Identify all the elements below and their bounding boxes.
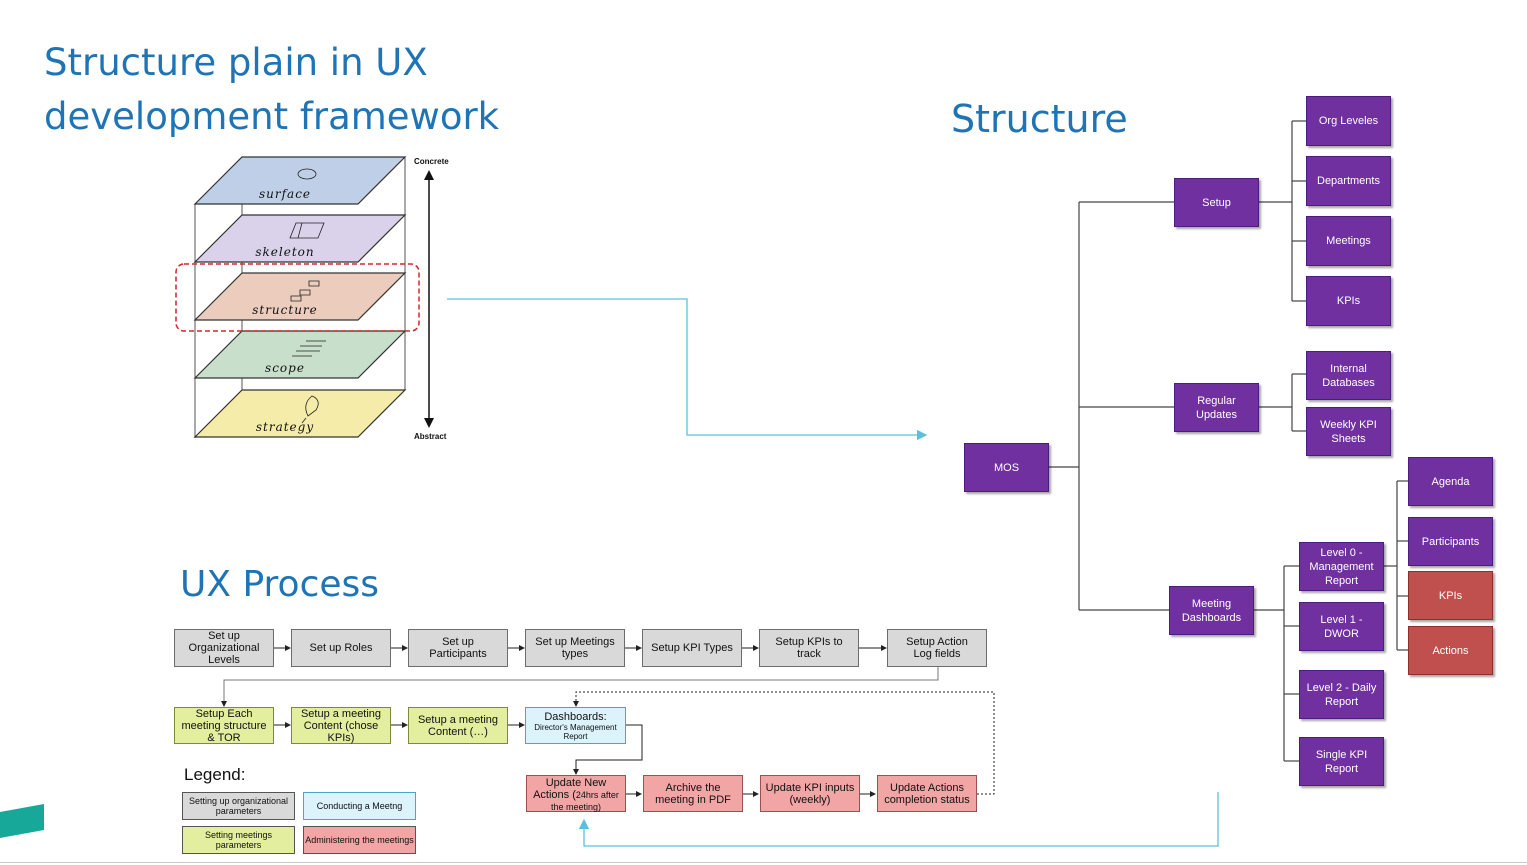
structure-highlight-box (175, 263, 420, 332)
framework-to-tree-connector (447, 298, 928, 441)
tree-node-agenda: Agenda (1408, 457, 1493, 506)
surface-icon (297, 168, 317, 180)
bottom-rule (0, 862, 1527, 863)
strategy-icon (301, 395, 319, 424)
tree-node-level-1: Level 1 - DWOR (1299, 602, 1384, 651)
ux-process-title: UX Process (180, 564, 380, 605)
tree-node-actions: Actions (1408, 626, 1493, 675)
tree-node-weekly-kpi-sheets: Weekly KPI Sheets (1306, 407, 1391, 456)
plane-label-scope: scope (265, 361, 305, 375)
plane-label-skeleton: skeleton (255, 245, 314, 259)
step-set-up-participants: Set up Participants (408, 629, 508, 667)
axis-up-arrow (424, 170, 434, 180)
tree-node-kpis: KPIs (1306, 276, 1391, 326)
step-set-up-roles: Set up Roles (291, 629, 391, 667)
dashboards-title: Dashboards: (544, 710, 607, 723)
step-archive-meeting-pdf: Archive the meeting in PDF (643, 775, 743, 812)
tree-node-level-2: Level 2 - Daily Report (1299, 670, 1384, 719)
tree-node-departments: Departments (1306, 156, 1391, 206)
step-dashboards: Dashboards: Director's Management Report (525, 707, 626, 744)
plane-label-structure: structure (252, 303, 318, 317)
process-arrows (221, 645, 995, 797)
structure-icon (290, 280, 320, 302)
tree-node-org-levels: Org Leveles (1306, 96, 1391, 146)
tree-node-mos: MOS (964, 443, 1049, 492)
update-actions-rest: after the meeting) (550, 790, 619, 812)
skeleton-icon (289, 222, 325, 239)
step-setup-meeting-content-more: Setup a meeting Content (…) (408, 707, 508, 744)
plane-skeleton (193, 214, 407, 263)
dashboards-subtitle: Director's Management Report (534, 722, 617, 741)
step-update-new-actions: Update New Actions (24hrs after the meet… (526, 775, 626, 812)
tree-node-regular-updates: Regular Updates (1174, 383, 1259, 432)
legend-item-conducting: Conducting a Meetng (303, 792, 416, 820)
step-set-up-meeting-types: Set up Meetings types (525, 629, 625, 667)
main-title: Structure plain in UX development framew… (44, 41, 500, 138)
step-setup-kpi-types: Setup KPI Types (642, 629, 742, 667)
step-setup-meeting-structure: Setup Each meeting structure & TOR (174, 707, 274, 744)
legend-item-administering: Administering the meetings (303, 826, 416, 854)
tree-node-level-0: Level 0 - Management Report (1299, 542, 1384, 591)
structure-title: Structure (951, 97, 1128, 141)
legend-item-org-params: Setting up organizational parameters (182, 792, 295, 820)
tree-node-single-kpi-report: Single KPI Report (1299, 737, 1384, 786)
plane-structure (193, 272, 407, 321)
legend-label: Legend: (184, 765, 246, 784)
tree-to-process-connector (578, 792, 1219, 847)
abstract-label: Abstract (414, 432, 447, 441)
step-update-actions-status: Update Actions completion status (877, 775, 977, 812)
step-setup-kpis-to-track: Setup KPIs to track (759, 629, 859, 667)
tree-node-setup: Setup (1174, 178, 1259, 227)
plane-label-surface: surface (259, 187, 311, 201)
step-setup-action-log-fields: Setup Action Log fields (887, 629, 987, 667)
step-setup-meeting-content-kpis: Setup a meeting Content (chose KPIs) (291, 707, 391, 744)
step-set-up-org-levels: Set up Organizational Levels (174, 629, 274, 667)
tree-node-meeting-dashboards: Meeting Dashboards (1169, 586, 1254, 635)
update-actions-small: 24hrs (575, 790, 599, 800)
teal-accent-shape (0, 804, 44, 838)
tree-node-meetings: Meetings (1306, 216, 1391, 266)
update-actions-main: Update New Actions ( (533, 777, 607, 801)
legend-item-meeting-params: Setting meetings parameters (182, 826, 295, 854)
tree-node-l0-kpis: KPIs (1408, 571, 1493, 620)
plane-label-strategy: strategy (256, 420, 314, 434)
tree-lines (1049, 120, 1408, 762)
step-update-kpi-inputs: Update KPI inputs (weekly) (760, 775, 860, 812)
tree-node-internal-databases: Internal Databases (1306, 351, 1391, 400)
concrete-label: Concrete (414, 157, 449, 166)
axis-down-arrow (424, 418, 434, 428)
plane-surface (193, 156, 407, 205)
scope-icon (292, 340, 326, 357)
tree-node-participants: Participants (1408, 517, 1493, 566)
plane-strategy (193, 389, 407, 438)
